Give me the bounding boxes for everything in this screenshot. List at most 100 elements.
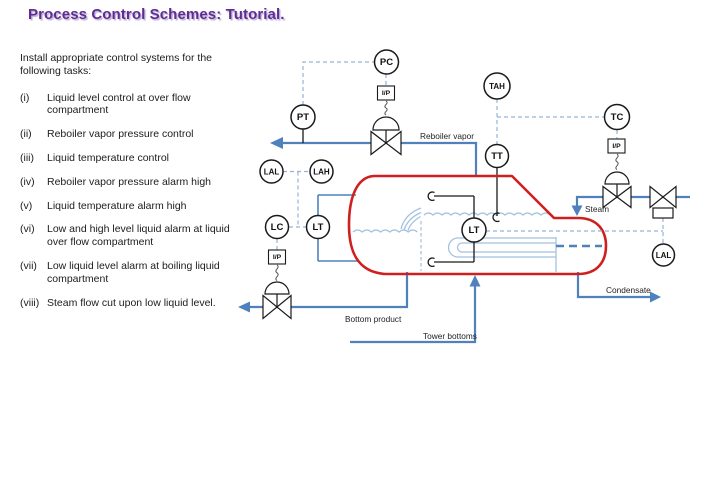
ip-label: I/P — [273, 254, 282, 261]
weir-overflow-stream — [400, 207, 422, 231]
slide-title: Process Control Schemes: Tutorial. — [28, 6, 285, 23]
liquid-surface-overflow — [352, 229, 418, 233]
utube-inner — [456, 242, 556, 253]
instrument-tt: TT — [484, 143, 510, 169]
task-text: Liquid temperature alarm high — [47, 199, 187, 212]
instrument-tag: TT — [491, 151, 503, 162]
instrument-pt: PT — [290, 104, 316, 130]
instrument-tag: LAL — [656, 251, 672, 260]
ip-converter-pressure: I/P — [376, 85, 396, 101]
vessel-internals — [352, 207, 557, 272]
flow-arrows — [238, 137, 661, 313]
task-text: Low and high level liquid alarm at liqui… — [47, 223, 230, 249]
ip-label: I/P — [612, 143, 621, 150]
condensate-arrow — [650, 291, 661, 303]
condensate-line — [576, 272, 650, 299]
lt-bottom-tap-hook — [427, 257, 435, 267]
bottom-product-line — [250, 272, 409, 309]
task-item-5: (v) Liquid temperature alarm high — [20, 200, 253, 213]
instrument-lah-overflow: LAH — [309, 159, 334, 184]
reboiler-vapor-line — [283, 141, 478, 176]
task-item-2: (ii) Reboiler vapor pressure control — [20, 128, 253, 141]
vapor-arrow — [270, 137, 283, 149]
task-item-6: (vi) Low and high level liquid alarm at … — [20, 223, 253, 249]
task-number: (iv) — [20, 175, 35, 188]
valve-body — [370, 130, 402, 156]
steam-arrow — [571, 205, 583, 216]
task-item-7: (vii) Low liquid level alarm at boiling … — [20, 260, 253, 286]
pt-pc-signal — [302, 61, 374, 105]
vessel-outline — [347, 174, 608, 276]
ip-converter-temperature: I/P — [607, 138, 626, 154]
task-list: Install appropriate control systems for … — [20, 52, 253, 309]
bottom-product-control-valve — [262, 281, 292, 320]
valve-actuator-diaphragm — [604, 171, 630, 185]
valve-body — [649, 185, 677, 209]
task-text: Reboiler vapor pressure alarm high — [47, 175, 211, 188]
task-text: Steam flow cut upon low liquid level. — [47, 296, 216, 309]
tower-bottoms-label: Tower bottoms — [423, 331, 477, 341]
intro-text: Install appropriate control systems for … — [20, 52, 213, 77]
valve-body — [262, 294, 292, 320]
instrument-tag: TC — [611, 112, 624, 123]
instrument-pc: PC — [373, 49, 400, 75]
instrument-tag: LAL — [264, 168, 280, 177]
utube-outer — [447, 237, 556, 258]
task-item-4: (iv) Reboiler vapor pressure alarm high — [20, 176, 253, 189]
instrument-lt-overflow: LT — [305, 214, 331, 240]
shutoff-actuator — [652, 207, 674, 219]
pneumatic-squiggles — [275, 100, 619, 282]
instrument-lal-boiling: LAL — [651, 243, 676, 267]
task-number: (vii) — [20, 259, 37, 272]
instrument-tag: PT — [297, 112, 309, 123]
instrument-tag: TAH — [489, 82, 505, 91]
bottom-product-label: Bottom product — [345, 314, 402, 324]
instrument-tag: PC — [380, 57, 393, 68]
ip-label: I/P — [382, 90, 391, 97]
lt-top-tap-hook — [427, 191, 435, 201]
task-text: Liquid level control at over flow compar… — [47, 91, 191, 117]
task-text: Low liquid level alarm at boiling liquid… — [47, 259, 220, 285]
valve-actuator-diaphragm — [264, 281, 290, 295]
valves — [262, 116, 677, 320]
liquid-surface-boiling — [423, 212, 551, 216]
tt-probe-hook — [492, 212, 500, 223]
process-lines — [250, 141, 690, 344]
instrument-lal-overflow: LAL — [259, 159, 284, 184]
task-item-8: (viii) Steam flow cut upon low liquid le… — [20, 297, 253, 310]
task-number: (i) — [20, 91, 30, 104]
bottom-product-arrow — [238, 301, 250, 313]
stream-labels: Reboiler vapor Steam Condensate Bottom p… — [345, 131, 651, 341]
condensate-label: Condensate — [606, 285, 651, 295]
task-text: Liquid temperature control — [47, 151, 169, 164]
task-number: (viii) — [20, 296, 40, 309]
task-number: (vi) — [20, 223, 35, 236]
instrument-bubbles: PC PT TAH TT TC LAL — [259, 49, 676, 267]
valve-body — [602, 185, 632, 209]
tower-bottoms-line — [350, 286, 477, 344]
instrument-tag: LC — [271, 222, 284, 233]
steam-shutoff-valve — [649, 185, 677, 219]
instrument-lc: LC — [264, 214, 290, 240]
tower-bottoms-arrow — [469, 275, 481, 287]
instrument-lt-boiling: LT — [461, 217, 487, 243]
instrument-tc: TC — [603, 103, 631, 131]
ip-converter-level: I/P — [267, 249, 287, 265]
instrument-tag: LT — [313, 222, 324, 233]
signal-lines — [276, 61, 664, 250]
product-valve-signal-squiggle — [275, 264, 279, 282]
task-number: (v) — [20, 199, 33, 212]
instrument-tah: TAH — [483, 72, 511, 100]
task-number: (ii) — [20, 128, 32, 141]
instrument-tag: LT — [469, 225, 480, 236]
valve-actuator-diaphragm — [372, 116, 400, 131]
vapor-valve-signal-squiggle — [384, 100, 388, 116]
ip-converters: I/P I/P I/P — [267, 85, 626, 265]
task-number: (iii) — [20, 151, 34, 164]
reboiler-vapor-label: Reboiler vapor — [420, 131, 474, 141]
task-item-1: (i) Liquid level control at over flow co… — [20, 92, 253, 118]
steam-label: Steam — [585, 204, 609, 214]
task-text: Reboiler vapor pressure control — [47, 128, 194, 141]
